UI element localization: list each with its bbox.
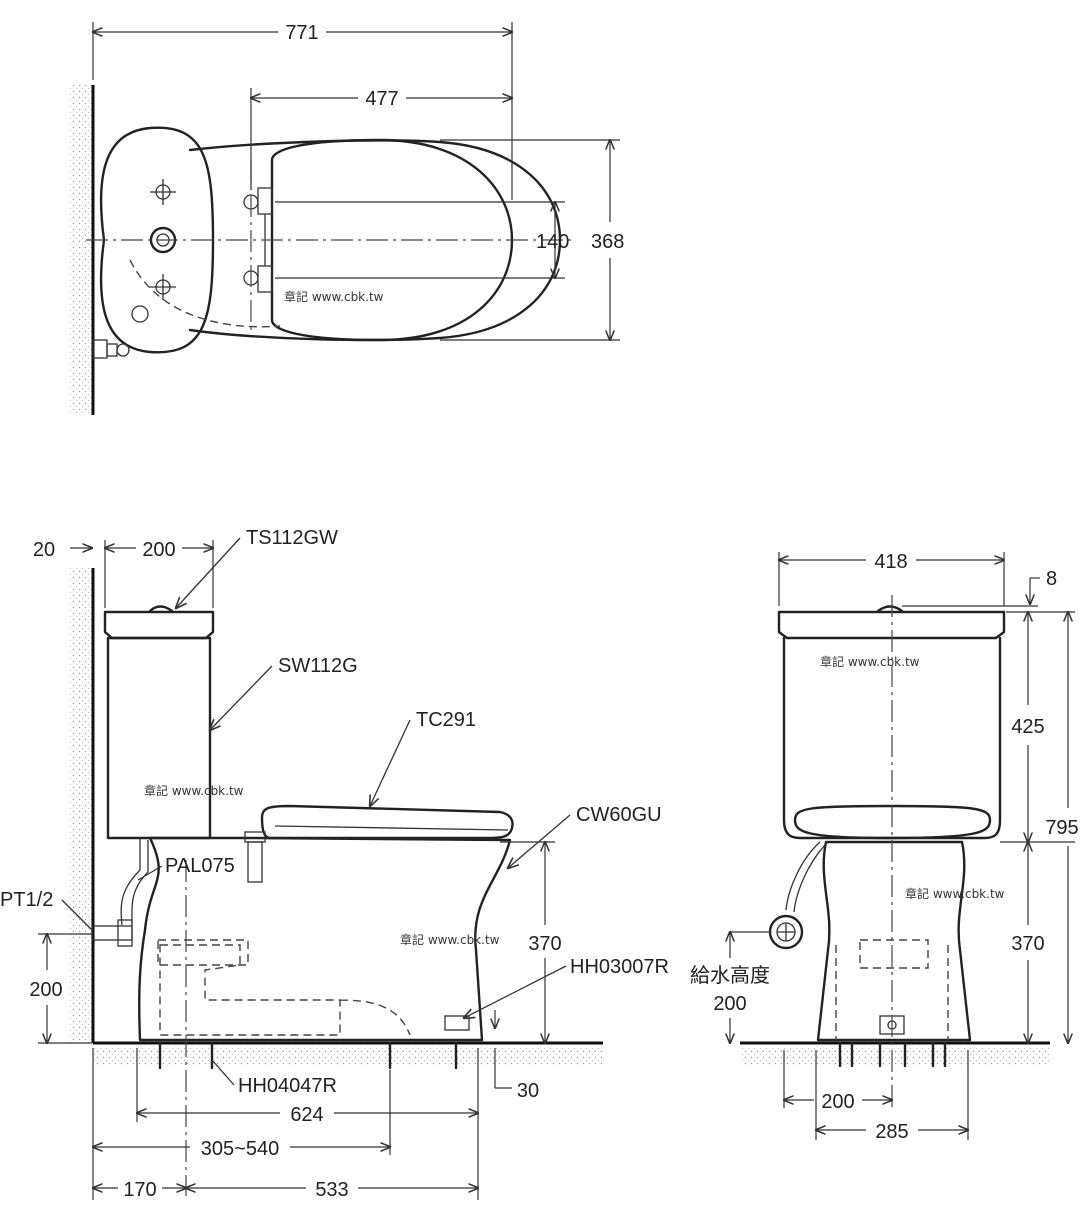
side-supply-hose [120, 838, 141, 926]
dim-front-bowl-height: 370 [1011, 933, 1044, 955]
side-drain-hidden [159, 944, 411, 1036]
side-floor-hatch [93, 1046, 603, 1066]
part-pt12: PT1/2 [0, 889, 53, 911]
dim-drain-spacing: 200 [821, 1091, 854, 1113]
side-view: 200 20 200 370 30 624 305~540 170 [0, 527, 669, 1201]
front-bowl [816, 840, 972, 1042]
side-wall-hatch [70, 568, 92, 1043]
dim-supply-height: 200 [29, 979, 62, 1001]
dim-base-width: 285 [875, 1121, 908, 1143]
part-tc291: TC291 [416, 709, 476, 731]
dim-overall-width: 368 [591, 231, 624, 253]
dim-wall-gap: 20 [33, 539, 55, 561]
watermark-side-tank: 章記 www.cbk.tw [144, 783, 244, 798]
dim-seat-length: 477 [365, 88, 398, 110]
front-supply-height: 200 [713, 993, 746, 1015]
dim-tank-width: 418 [874, 551, 907, 573]
top-supply-valve [92, 339, 130, 359]
dim-bowl-height: 370 [528, 933, 561, 955]
front-tank-button [876, 605, 904, 613]
front-tank-lid [777, 610, 1006, 640]
dim-tank-height: 425 [1011, 716, 1044, 738]
watermark-front-tank: 章記 www.cbk.tw [820, 654, 920, 669]
dim-floor-gap: 30 [517, 1080, 539, 1102]
watermark-front-bowl: 章記 www.cbk.tw [905, 886, 1005, 901]
dim-base-length: 624 [290, 1104, 323, 1126]
side-floor-anchors [158, 1015, 470, 1070]
top-wall-hatch [70, 85, 92, 415]
dim-drain-to-front: 533 [315, 1179, 348, 1201]
dim-tank-depth: 200 [142, 539, 175, 561]
top-view: 771 477 140 368 章記 www.cbk.tw [70, 22, 624, 415]
dim-total-height: 795 [1045, 817, 1078, 839]
watermark-side-bowl: 章記 www.cbk.tw [400, 932, 500, 947]
side-supply-valve [91, 925, 133, 941]
front-supply-label: 給水高度 [690, 964, 770, 987]
top-tank-holes [131, 179, 177, 323]
dim-wall-to-drain: 170 [123, 1179, 156, 1201]
front-floor-anchors [838, 1041, 947, 1068]
front-supply-hose [785, 841, 821, 911]
part-cw60gu: CW60GU [576, 804, 662, 826]
watermark-top: 章記 www.cbk.tw [284, 289, 384, 304]
dim-button-height: 8 [1046, 568, 1057, 590]
side-bowl-outline [138, 836, 512, 1042]
dim-overall-length: 771 [285, 22, 318, 44]
side-tank-body [106, 636, 212, 840]
dim-rough-in-range: 305~540 [201, 1138, 279, 1160]
part-hh03007r: HH03007R [570, 956, 669, 978]
dim-hinge-spacing: 140 [536, 231, 569, 253]
side-tank-button [148, 605, 174, 613]
part-pal075: PAL075 [165, 855, 235, 877]
front-view: 418 8 425 370 795 給水高度 200 200 [690, 551, 1079, 1143]
front-seat [793, 804, 992, 840]
top-hinges [243, 187, 273, 293]
top-tank-outline [99, 126, 215, 354]
side-tank-lid [103, 610, 215, 640]
front-floor-hatch [740, 1046, 1050, 1066]
front-hidden-legs [835, 945, 949, 1040]
side-seat [260, 804, 514, 840]
part-ts112gw: TS112GW [246, 527, 338, 549]
part-sw112g: SW112G [278, 655, 358, 677]
part-hh04047r: HH04047R [238, 1075, 337, 1097]
